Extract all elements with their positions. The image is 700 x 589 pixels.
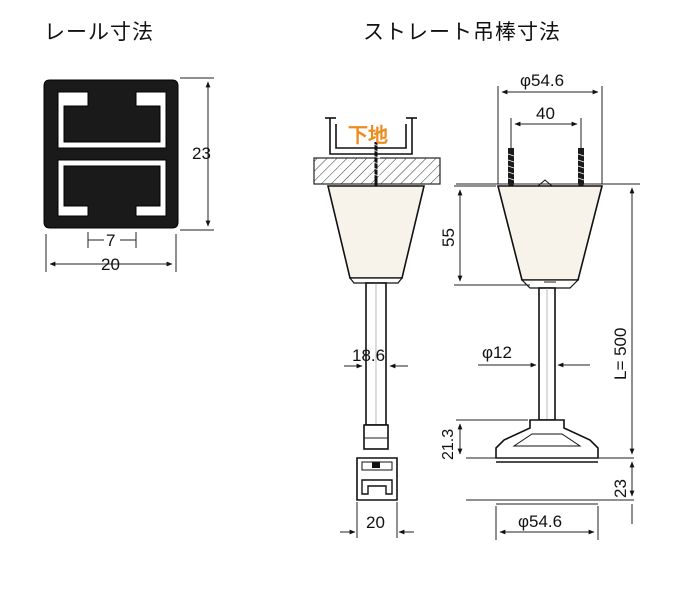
right-rail	[466, 499, 634, 505]
cone-height-label: 55	[439, 228, 458, 247]
bracket-height-dimension	[456, 419, 528, 455]
top-diameter-label: φ54.6	[520, 71, 564, 90]
base-label: 下地	[348, 123, 388, 147]
rail-dimensions-title: レール寸法	[44, 20, 154, 44]
rod-diameter-label: φ12	[482, 343, 512, 362]
right-cone	[496, 179, 604, 289]
cone-height-dimension	[454, 185, 530, 286]
bottom-diameter-label: φ54.6	[518, 512, 562, 531]
screw-spacing-label: 40	[536, 104, 555, 123]
rail-width-dimension	[45, 234, 177, 272]
ceiling-base	[313, 117, 441, 186]
rail-opening-label: 7	[106, 231, 115, 250]
screw-spacing-dimension	[510, 118, 582, 150]
rail-height-label: 23	[192, 144, 211, 163]
mounting-screws	[507, 148, 585, 192]
rail-cross-section	[43, 79, 179, 229]
right-rod	[538, 287, 556, 421]
rail-opening-dimension	[87, 232, 137, 248]
left-cone	[326, 185, 426, 284]
straight-rod-dimensions-title: ストレート吊棒寸法	[363, 20, 561, 44]
bottom-diameter-dimension	[495, 506, 599, 540]
bottom-bracket	[466, 419, 634, 463]
bracket-height-label: 21.3	[440, 429, 457, 460]
rail-width-label: 20	[101, 255, 120, 274]
left-rail-end	[356, 424, 398, 501]
length-label: L= 500	[611, 328, 630, 380]
rod-width-label: 18.6	[352, 346, 385, 365]
left-rail-width-label: 20	[366, 513, 385, 532]
left-rail-width-dimension	[340, 502, 414, 538]
top-diameter-dimension	[497, 86, 603, 184]
rail-height-dimension	[180, 77, 214, 231]
rail-height-label-right: 23	[611, 479, 630, 498]
